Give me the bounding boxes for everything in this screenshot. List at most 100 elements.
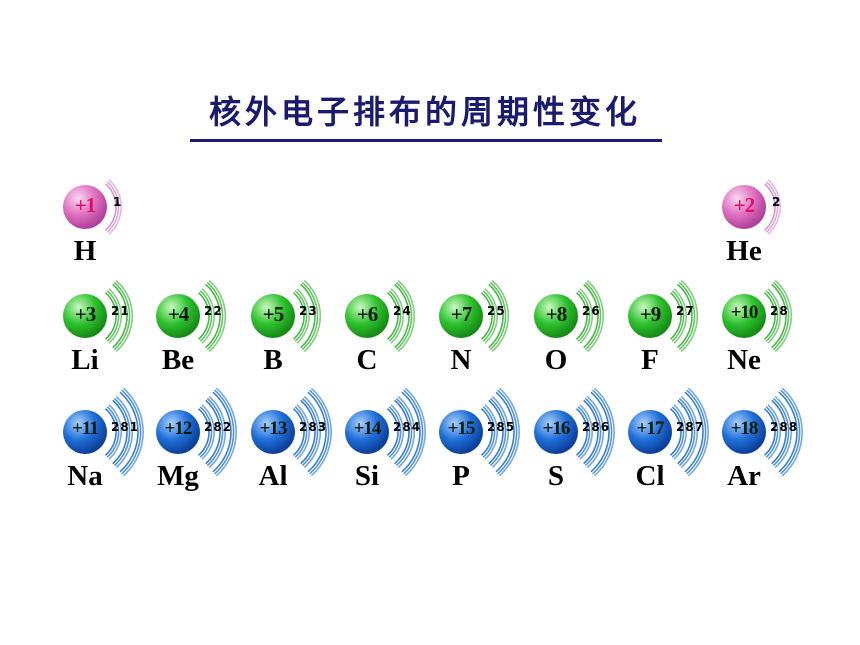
nucleus xyxy=(439,294,483,338)
electron-shell-arc xyxy=(115,279,134,353)
element-symbol: He xyxy=(726,235,762,267)
electron-shell-arc xyxy=(763,183,776,231)
nucleus-charge: +12 xyxy=(164,418,193,439)
electron-shell-arc xyxy=(404,387,426,477)
electron-shell-arc xyxy=(303,279,322,353)
nucleus xyxy=(63,410,107,454)
title-underline xyxy=(190,139,662,142)
nucleus-charge: +5 xyxy=(262,302,284,326)
electron-shell-arc xyxy=(497,389,518,475)
nucleus-charge: +17 xyxy=(636,418,665,439)
electron-shell-arc xyxy=(781,387,803,477)
electron-shell-arc xyxy=(121,389,142,475)
shell-electron-counts: 1 xyxy=(113,195,123,209)
nucleus-charge: +7 xyxy=(450,302,472,326)
element-symbol: Na xyxy=(67,460,103,492)
atom-graphic xyxy=(156,387,237,477)
element-symbol: Be xyxy=(161,344,195,376)
nucleus xyxy=(251,294,295,338)
atom-graphic xyxy=(251,387,332,477)
nucleus-charge: +3 xyxy=(74,302,96,326)
electron-shell-arc xyxy=(212,391,232,473)
page-title: 核外电子排布的周期性变化 xyxy=(208,93,641,131)
electron-shell-arc xyxy=(401,391,421,473)
electron-shell-arc xyxy=(303,395,322,469)
atom-graphic xyxy=(628,279,699,353)
nucleus-charge: +9 xyxy=(639,302,661,326)
electron-shell-arc xyxy=(586,279,605,353)
element-symbol: Li xyxy=(71,344,99,376)
electron-shell-arc xyxy=(491,279,510,353)
electron-shell-arc xyxy=(586,395,605,469)
element-symbol: P xyxy=(452,460,470,492)
electron-shell-arc xyxy=(765,181,779,233)
element-symbol: B xyxy=(263,344,283,376)
element-symbol: F xyxy=(641,344,659,376)
shell-electron-counts: 26 xyxy=(582,304,601,318)
element-symbol: O xyxy=(544,344,568,376)
nucleus-charge: +8 xyxy=(545,302,567,326)
element-symbol: Al xyxy=(258,460,288,492)
nucleus xyxy=(628,410,672,454)
element-symbol: N xyxy=(450,344,472,376)
electron-shell-arc xyxy=(108,179,122,235)
nucleus xyxy=(439,410,483,454)
atom-graphic xyxy=(63,279,134,353)
electron-shell-arc xyxy=(680,395,699,469)
nucleus xyxy=(722,410,766,454)
atom-graphic xyxy=(156,279,227,353)
nucleus xyxy=(345,294,389,338)
nucleus-charge: +14 xyxy=(353,418,382,439)
electron-shell-arc xyxy=(778,391,798,473)
nucleus xyxy=(534,294,578,338)
electron-shell-arc xyxy=(491,395,510,469)
electron-shell-arc xyxy=(208,395,227,469)
shell-electron-counts: 23 xyxy=(299,304,318,318)
shell-electron-counts: 25 xyxy=(487,304,506,318)
electron-shell-arc xyxy=(767,179,781,235)
electron-shell-arc xyxy=(106,181,120,233)
nucleus-charge: +6 xyxy=(356,302,378,326)
electron-shell-arc xyxy=(397,395,416,469)
nucleus xyxy=(345,410,389,454)
atom-graphic xyxy=(722,279,793,353)
shell-electron-counts: 27 xyxy=(676,304,695,318)
shell-electron-counts: 286 xyxy=(582,420,611,434)
element-symbol: Mg xyxy=(157,460,199,492)
shell-electron-counts: 282 xyxy=(204,420,233,434)
nucleus xyxy=(63,185,107,229)
atom-graphic xyxy=(439,387,520,477)
atom-graphic xyxy=(439,279,510,353)
nucleus xyxy=(156,410,200,454)
electron-shell-arc xyxy=(592,389,613,475)
nucleus xyxy=(156,294,200,338)
shell-electron-counts: 2 xyxy=(772,195,782,209)
shell-electron-counts: 21 xyxy=(111,304,130,318)
nucleus-charge: +4 xyxy=(167,302,189,326)
shell-electron-counts: 283 xyxy=(299,420,328,434)
electron-shell-arc xyxy=(684,391,704,473)
electron-shell-arc xyxy=(774,279,793,353)
electron-shell-arc xyxy=(687,387,709,477)
electron-shell-arc xyxy=(119,391,139,473)
atom-graphic xyxy=(345,387,426,477)
electron-shell-arc xyxy=(122,387,144,477)
shell-electron-counts: 285 xyxy=(487,420,516,434)
nucleus xyxy=(722,294,766,338)
shell-electron-counts: 281 xyxy=(111,420,140,434)
nucleus-charge: +18 xyxy=(730,418,759,439)
electron-shell-arc xyxy=(593,387,615,477)
atom-graphic xyxy=(722,387,803,477)
electron-shell-arc xyxy=(680,279,699,353)
